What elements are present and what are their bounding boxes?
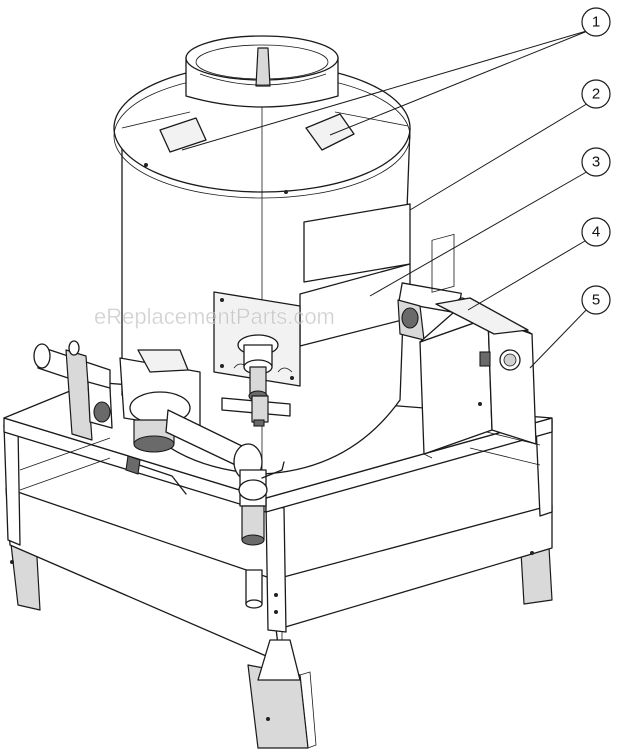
callout-4: 4 xyxy=(581,217,611,247)
leader-1a xyxy=(181,29,591,151)
callout-1: 1 xyxy=(581,7,611,37)
callout-2-label: 2 xyxy=(592,86,600,103)
front-right-rail xyxy=(279,504,553,629)
vent-label-left xyxy=(159,117,207,153)
callout-4-label: 4 xyxy=(592,224,600,241)
leader-4 xyxy=(467,237,591,311)
post-left xyxy=(3,424,21,546)
callout-5: 5 xyxy=(581,285,611,315)
callout-2: 2 xyxy=(581,79,611,109)
watermark-text: eReplacementParts.com xyxy=(94,304,335,329)
leader-3 xyxy=(369,169,591,297)
control-box xyxy=(419,233,537,459)
vent-label-right xyxy=(305,113,355,151)
leader-1b xyxy=(329,29,591,136)
callout-group: 1 2 3 4 5 xyxy=(181,7,611,369)
pipe-bracket xyxy=(65,349,93,441)
leader-5 xyxy=(529,305,591,369)
control-box-side xyxy=(487,317,537,445)
callout-3: 3 xyxy=(581,147,611,177)
gas-train xyxy=(33,340,285,609)
front-left-rail xyxy=(5,487,281,663)
leader-2 xyxy=(409,101,591,211)
callout-5-label: 5 xyxy=(592,292,600,309)
callout-3-label: 3 xyxy=(592,154,600,171)
callout-1-label: 1 xyxy=(592,14,600,31)
rocker-switch xyxy=(479,351,491,367)
